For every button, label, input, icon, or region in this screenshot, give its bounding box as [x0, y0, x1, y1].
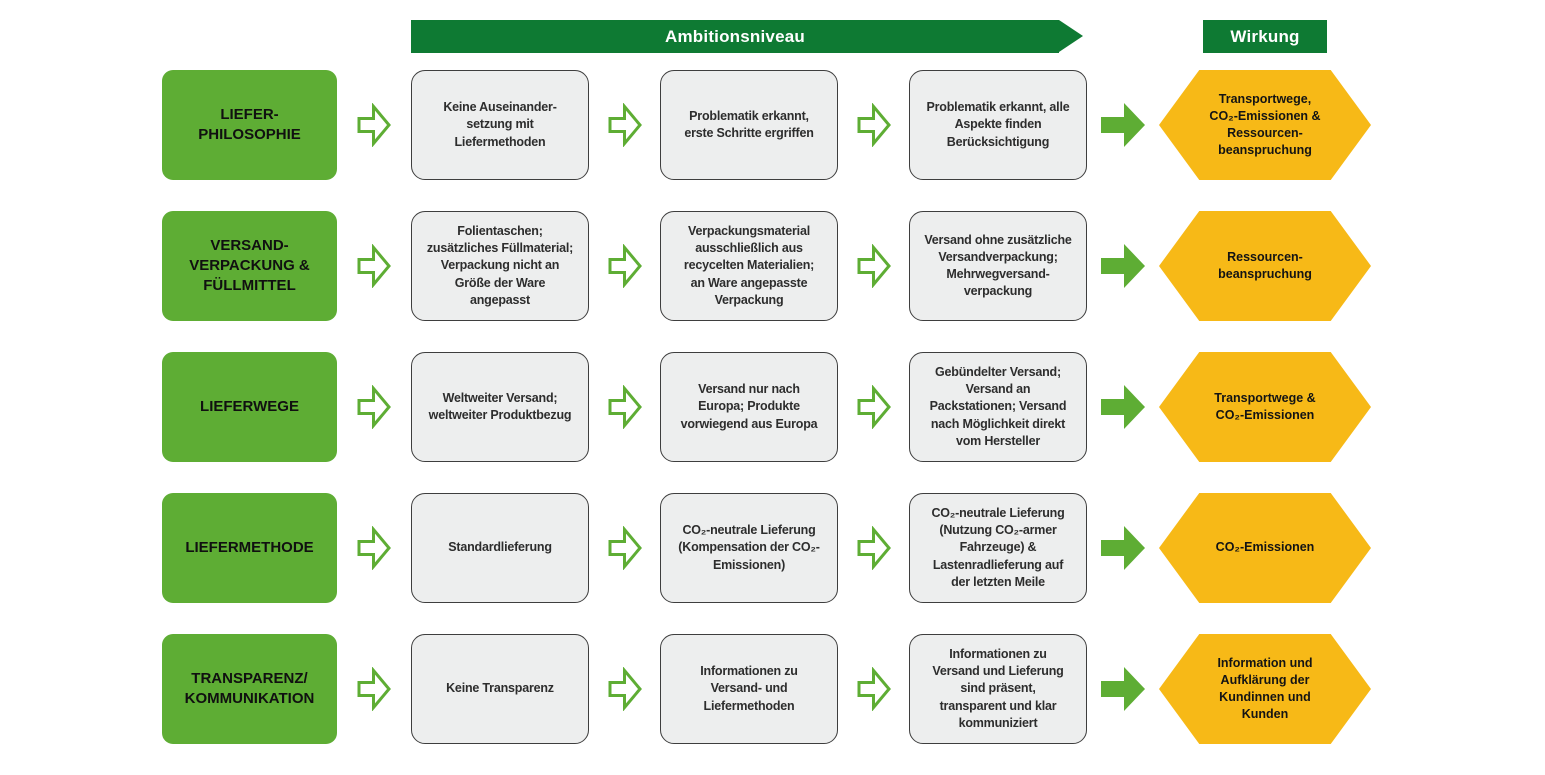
level-box-2: Informationen zu Versand- und Liefermeth… — [660, 634, 838, 744]
diagram-header: Ambitionsniveau Wirkung — [162, 20, 1545, 53]
right-arrow-outline-icon — [857, 667, 891, 711]
level-box-3: CO₂-neutrale Lieferung (Nutzung CO₂-arme… — [909, 493, 1087, 603]
arrow-cell — [1087, 634, 1159, 744]
ambition-row: LIEFER- PHILOSOPHIE Keine Auseinander- s… — [162, 70, 1545, 180]
category-label: LIEFERMETHODE — [162, 493, 337, 603]
ambition-banner: Ambitionsniveau — [411, 20, 1083, 53]
ambition-row: TRANSPARENZ/ KOMMUNIKATION Keine Transpa… — [162, 634, 1545, 744]
category-label: TRANSPARENZ/ KOMMUNIKATION — [162, 634, 337, 744]
level-box-2: Versand nur nach Europa; Produkte vorwie… — [660, 352, 838, 462]
arrow-cell — [589, 70, 660, 180]
ambition-level-diagram: Ambitionsniveau Wirkung LIEFER- PHILOSOP… — [162, 20, 1545, 744]
ambition-row: LIEFERMETHODE Standardlieferung CO₂-neut… — [162, 493, 1545, 603]
impact-header: Wirkung — [1203, 20, 1327, 53]
arrow-cell — [1087, 70, 1159, 180]
arrow-cell — [589, 493, 660, 603]
right-arrow-solid-icon — [1101, 385, 1145, 429]
arrow-cell — [337, 493, 411, 603]
arrow-cell — [337, 352, 411, 462]
right-arrow-outline-icon — [857, 385, 891, 429]
right-arrow-outline-icon — [857, 103, 891, 147]
arrow-cell — [838, 493, 909, 603]
impact-hexagon: Information und Aufklärung der Kundinnen… — [1159, 634, 1371, 744]
level-box-3: Problematik erkannt, alle Aspekte finden… — [909, 70, 1087, 180]
right-arrow-outline-icon — [357, 667, 391, 711]
impact-header-wrap: Wirkung — [1159, 20, 1371, 53]
right-arrow-outline-icon — [857, 244, 891, 288]
right-arrow-solid-icon — [1101, 526, 1145, 570]
arrow-cell — [589, 634, 660, 744]
arrow-cell — [337, 70, 411, 180]
arrow-cell — [838, 634, 909, 744]
right-arrow-outline-icon — [357, 385, 391, 429]
level-box-1: Keine Transparenz — [411, 634, 589, 744]
right-arrow-solid-icon — [1101, 103, 1145, 147]
right-arrow-outline-icon — [357, 244, 391, 288]
ambition-row: LIEFERWEGE Weltweiter Versand; weltweite… — [162, 352, 1545, 462]
impact-hexagon: Transportwege, CO₂-Emissionen & Ressourc… — [1159, 70, 1371, 180]
arrow-cell — [1087, 493, 1159, 603]
arrow-cell — [1087, 211, 1159, 321]
arrow-cell — [838, 70, 909, 180]
level-box-1: Keine Auseinander- setzung mit Liefermet… — [411, 70, 589, 180]
right-arrow-solid-icon — [1101, 244, 1145, 288]
right-arrow-outline-icon — [857, 526, 891, 570]
right-arrow-outline-icon — [357, 526, 391, 570]
impact-header-label: Wirkung — [1230, 26, 1300, 46]
arrow-cell — [337, 634, 411, 744]
level-box-3: Versand ohne zusätzliche Versandverpacku… — [909, 211, 1087, 321]
level-box-3: Informationen zu Versand und Lieferung s… — [909, 634, 1087, 744]
impact-hexagon: CO₂-Emissionen — [1159, 493, 1371, 603]
level-box-2: Verpackungsmaterial ausschließlich aus r… — [660, 211, 838, 321]
impact-hexagon: Ressourcen- beanspruchung — [1159, 211, 1371, 321]
right-arrow-outline-icon — [357, 103, 391, 147]
right-arrow-outline-icon — [608, 667, 642, 711]
category-label: LIEFER- PHILOSOPHIE — [162, 70, 337, 180]
right-arrow-outline-icon — [608, 385, 642, 429]
impact-hexagon: Transportwege & CO₂-Emissionen — [1159, 352, 1371, 462]
level-box-1: Weltweiter Versand; weltweiter Produktbe… — [411, 352, 589, 462]
right-arrow-outline-icon — [608, 526, 642, 570]
level-box-2: CO₂-neutrale Lieferung (Kompensation der… — [660, 493, 838, 603]
right-arrow-outline-icon — [608, 103, 642, 147]
arrow-cell — [589, 352, 660, 462]
right-arrow-solid-icon — [1101, 667, 1145, 711]
arrow-cell — [337, 211, 411, 321]
level-box-2: Problematik erkannt, erste Schritte ergr… — [660, 70, 838, 180]
ambition-banner-label: Ambitionsniveau — [665, 26, 805, 46]
level-box-1: Standardlieferung — [411, 493, 589, 603]
header-spacer-left — [162, 20, 411, 53]
arrow-cell — [838, 211, 909, 321]
category-label: LIEFERWEGE — [162, 352, 337, 462]
level-box-3: Gebündelter Versand; Versand an Packstat… — [909, 352, 1087, 462]
right-arrow-outline-icon — [608, 244, 642, 288]
arrow-cell — [589, 211, 660, 321]
category-label: VERSAND- VERPACKUNG & FÜLLMITTEL — [162, 211, 337, 321]
arrow-cell — [1087, 352, 1159, 462]
level-box-1: Folientaschen; zusätzliches Füllmaterial… — [411, 211, 589, 321]
ambition-row: VERSAND- VERPACKUNG & FÜLLMITTEL Folient… — [162, 211, 1545, 321]
arrow-cell — [838, 352, 909, 462]
